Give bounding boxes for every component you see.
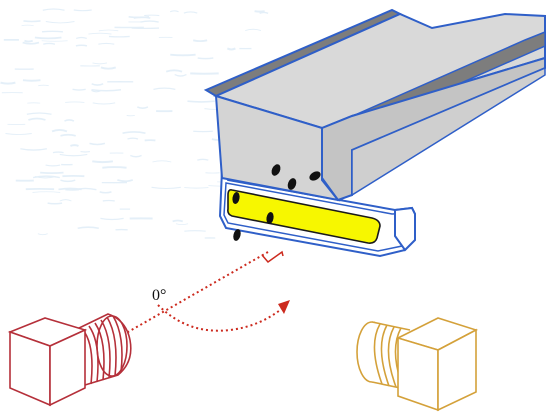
channel-rail xyxy=(203,8,546,202)
wash-stroke xyxy=(127,137,139,140)
particles xyxy=(232,164,321,241)
wash-stroke xyxy=(37,233,48,236)
wash-stroke xyxy=(70,144,79,147)
wash-stroke xyxy=(174,73,187,77)
wash-stroke xyxy=(100,217,124,221)
wash-stroke xyxy=(122,131,146,135)
wash-stroke xyxy=(192,39,208,43)
wash-stroke xyxy=(92,102,116,105)
yellow-slot xyxy=(227,189,381,244)
wash-stroke xyxy=(172,219,184,223)
wash-stroke xyxy=(51,128,68,133)
wash-stroke xyxy=(128,15,150,19)
wash-stroke xyxy=(72,88,86,91)
wash-stroke xyxy=(20,148,48,151)
reflector-marker xyxy=(261,250,284,264)
wash-stroke xyxy=(41,40,68,42)
wash-stroke xyxy=(65,101,85,103)
particle xyxy=(309,171,321,181)
wash-stroke xyxy=(22,41,40,45)
rotation-arrow-icon xyxy=(157,300,290,332)
particle xyxy=(232,192,240,204)
wash-stroke xyxy=(38,84,49,87)
wash-stroke xyxy=(24,39,34,43)
wash-stroke xyxy=(117,179,134,183)
wash-stroke xyxy=(153,87,176,91)
wash-stroke xyxy=(45,21,75,24)
wash-stroke xyxy=(5,133,32,136)
wash-stroke xyxy=(41,30,64,33)
wash-stroke xyxy=(42,8,65,11)
wash-stroke xyxy=(43,42,56,45)
wash-stroke xyxy=(169,10,179,13)
wash-stroke xyxy=(245,28,262,32)
wash-stroke xyxy=(100,66,117,70)
wash-stroke xyxy=(151,186,181,190)
particle xyxy=(233,229,241,241)
wash-stroke xyxy=(73,9,92,12)
wash-stroke xyxy=(77,226,99,230)
angle-label: 0° xyxy=(152,287,166,304)
wash-stroke xyxy=(259,11,269,14)
wash-stroke xyxy=(140,20,159,23)
wash-stroke xyxy=(47,202,63,205)
wash-stroke xyxy=(59,153,88,157)
wash-stroke xyxy=(75,36,87,40)
wash-stroke xyxy=(32,191,61,193)
wash-stroke xyxy=(45,164,61,167)
wash-stroke xyxy=(88,32,112,35)
wash-stroke xyxy=(89,142,106,146)
wash-stroke xyxy=(170,53,196,57)
wash-stroke xyxy=(165,69,183,73)
wash-stroke xyxy=(98,42,115,45)
wash-stroke xyxy=(91,89,122,92)
wash-stroke xyxy=(58,187,82,191)
wash-stroke xyxy=(99,191,112,194)
wash-stroke xyxy=(59,199,72,202)
wash-stroke xyxy=(60,179,76,183)
wash-stroke xyxy=(91,83,104,86)
particle xyxy=(266,212,274,224)
wash-stroke xyxy=(0,81,16,85)
wash-stroke xyxy=(226,47,236,51)
wash-stroke xyxy=(175,223,189,225)
receiver-unit-icon xyxy=(356,317,479,412)
wash-stroke xyxy=(64,119,75,122)
wash-stroke xyxy=(152,160,172,163)
wash-stroke xyxy=(92,160,114,164)
wash-stroke xyxy=(98,29,119,32)
wash-stroke xyxy=(34,175,56,179)
wash-stroke xyxy=(197,158,209,161)
wash-stroke xyxy=(184,187,209,189)
particle xyxy=(271,164,281,176)
wash-stroke xyxy=(22,79,41,82)
slot-plate xyxy=(218,166,416,258)
wash-stroke xyxy=(52,151,64,154)
particle xyxy=(287,178,297,190)
wash-stroke xyxy=(130,154,142,158)
wash-stroke xyxy=(26,112,52,115)
wash-stroke xyxy=(197,57,214,60)
wash-stroke xyxy=(34,36,62,40)
wash-stroke xyxy=(28,117,46,121)
source-unit-icon xyxy=(7,313,132,407)
wash-stroke xyxy=(183,11,198,14)
wash-stroke xyxy=(23,20,41,23)
wash-stroke xyxy=(92,62,108,65)
wash-stroke xyxy=(136,106,149,109)
wash-stroke xyxy=(21,24,34,27)
wash-stroke xyxy=(102,166,127,169)
wash-stroke xyxy=(187,100,215,103)
wash-stroke xyxy=(60,133,76,137)
wash-stroke xyxy=(75,44,88,47)
beam-path xyxy=(127,251,269,333)
